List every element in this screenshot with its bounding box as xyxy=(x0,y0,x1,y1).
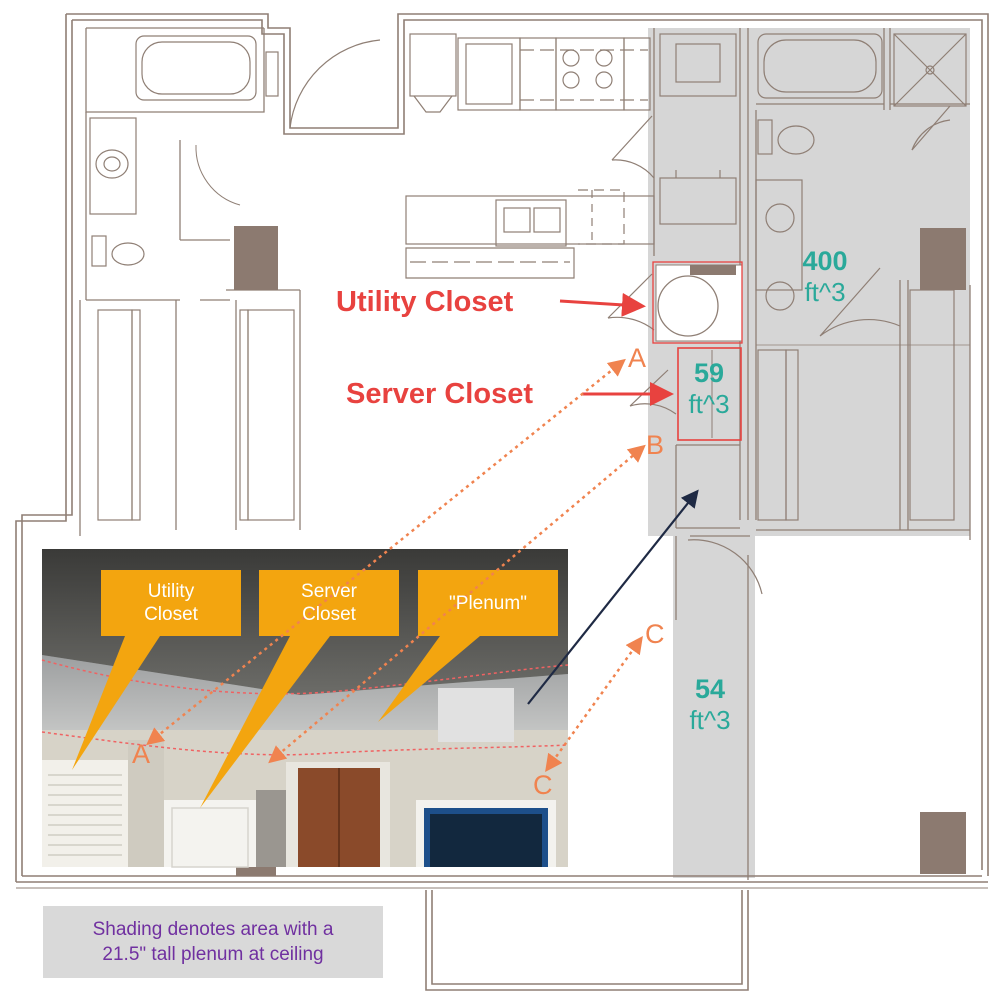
volume-unit: ft^3 xyxy=(688,389,730,419)
left-column xyxy=(234,226,278,290)
callout-server-closet: Server Closet xyxy=(259,580,399,626)
correspondence-lines xyxy=(146,358,646,773)
volume-value: 400 xyxy=(802,246,848,276)
marker-b-plan: B xyxy=(646,430,665,460)
shading-note: Shading denotes area with a 21.5" tall p… xyxy=(43,906,383,978)
callout-utility-closet: Utility Closet xyxy=(101,580,241,626)
right-bathroom-fixtures xyxy=(755,33,967,521)
utility-closet-highlight xyxy=(652,261,743,344)
corner-column xyxy=(920,812,966,874)
volume-label-large: 400 ft^3 xyxy=(790,246,860,308)
plenum-shading xyxy=(648,28,970,878)
plenum-arrow xyxy=(527,489,699,705)
server-closet-label: Server Closet xyxy=(346,378,533,410)
note-line: Shading denotes area with a xyxy=(92,919,334,940)
kitchen-fixtures xyxy=(289,33,763,595)
note-line: 21.5" tall plenum at ceiling xyxy=(102,944,324,965)
water-heater xyxy=(655,264,743,342)
volume-label-hall: 54 ft^3 xyxy=(677,674,743,736)
callout-line: Utility xyxy=(147,581,195,602)
callout-line: Server xyxy=(301,581,357,602)
server-closet-highlight xyxy=(677,347,742,441)
marker-a-photo: A xyxy=(132,739,151,769)
utility-closet-label: Utility Closet xyxy=(336,286,514,318)
bottom-column xyxy=(236,866,276,876)
marker-c-plan: C xyxy=(645,619,665,649)
callout-line: Closet xyxy=(144,604,198,625)
volume-value: 54 xyxy=(694,674,726,704)
marker-a-plan: A xyxy=(628,343,647,373)
volume-unit: ft^3 xyxy=(689,705,731,735)
callout-line: Closet xyxy=(302,604,356,625)
marker-c-photo: C xyxy=(533,770,553,800)
callout-plenum: "Plenum" xyxy=(418,592,558,615)
volume-unit: ft^3 xyxy=(804,277,846,307)
callout-line: "Plenum" xyxy=(449,593,527,614)
volume-label-server: 59 ft^3 xyxy=(676,358,742,420)
volume-value: 59 xyxy=(693,358,725,388)
right-column xyxy=(920,228,966,290)
